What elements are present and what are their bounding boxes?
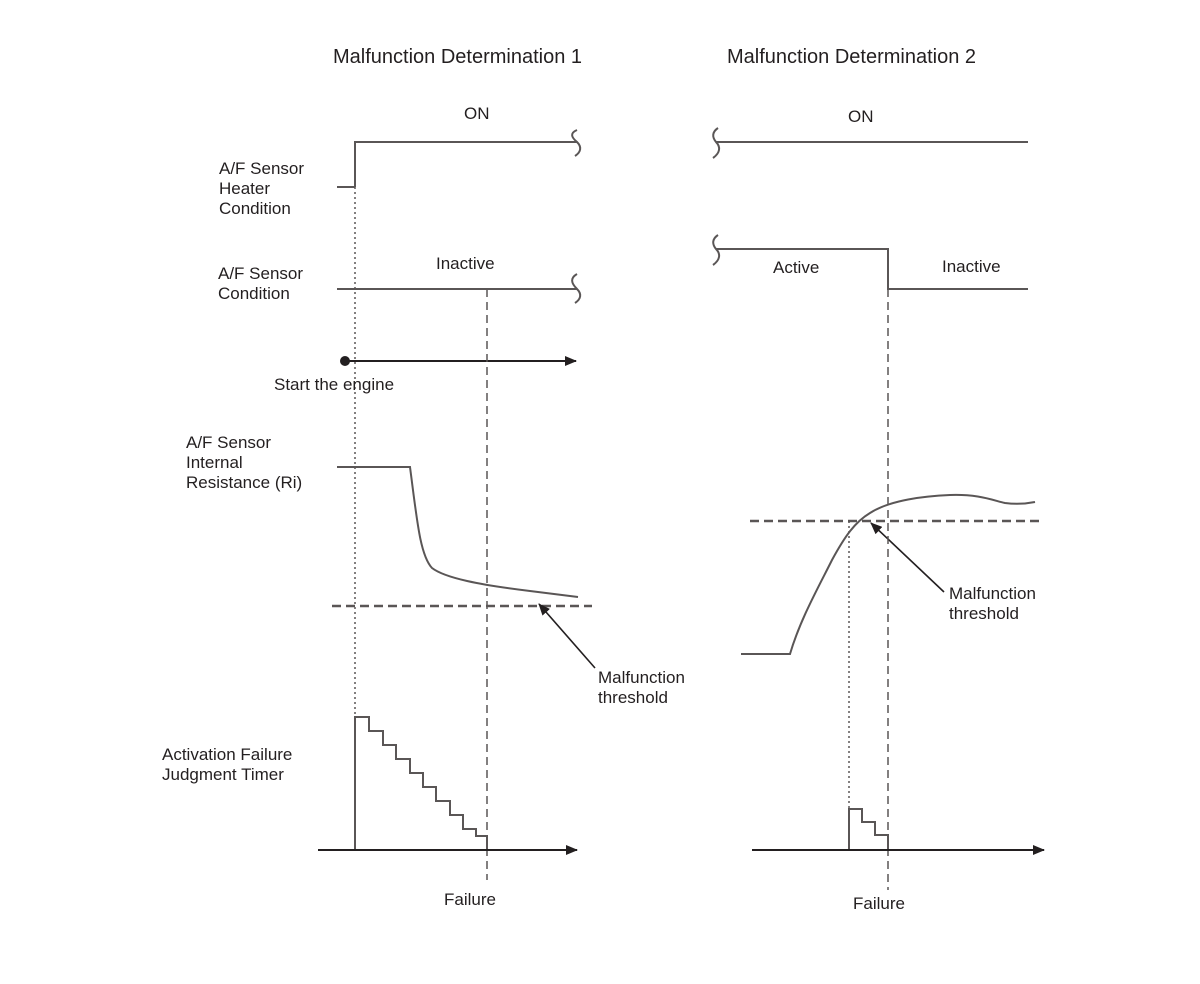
timer-staircase-1: [354, 716, 488, 850]
threshold-label-1: Malfunction threshold: [598, 668, 685, 707]
sensor-inactive-label-1: Inactive: [436, 254, 495, 273]
failure-label-1: Failure: [444, 890, 496, 909]
heater-on-label-2: ON: [848, 107, 874, 126]
panel-2: [712, 127, 1045, 890]
sensor-active-label-2: Active: [773, 258, 820, 277]
panel-1-title: Malfunction Determination 1: [333, 46, 583, 68]
failure-label-2: Failure: [853, 894, 905, 913]
resistance-curve-2: [741, 493, 1036, 655]
panel-1: [318, 129, 596, 880]
resistance-curve-1: [337, 466, 579, 598]
heater-on-label-1: ON: [464, 104, 490, 123]
timer-label: Activation Failure Judgment Timer: [162, 745, 293, 784]
resistance-label: A/F Sensor Internal Resistance (Ri): [186, 433, 303, 492]
sensor-inactive-label-2: Inactive: [942, 257, 1001, 276]
timer-staircase-2: [848, 808, 889, 850]
threshold-leader-2: [870, 522, 945, 593]
threshold-leader-1: [538, 603, 596, 669]
panel-2-title: Malfunction Determination 2: [727, 46, 977, 68]
sensor-signal-2: [716, 248, 1028, 290]
heater-condition-label: A/F Sensor Heater Condition: [219, 159, 305, 218]
heater-signal-1: [337, 141, 577, 188]
start-engine-label: Start the engine: [274, 375, 395, 394]
threshold-label-2: Malfunction threshold: [949, 584, 1036, 623]
sensor-condition-label: A/F Sensor Condition: [218, 264, 304, 303]
engine-start-dot: [340, 356, 350, 366]
break-mark-heater-1: [571, 129, 582, 157]
break-mark-sensor-1: [571, 273, 582, 304]
